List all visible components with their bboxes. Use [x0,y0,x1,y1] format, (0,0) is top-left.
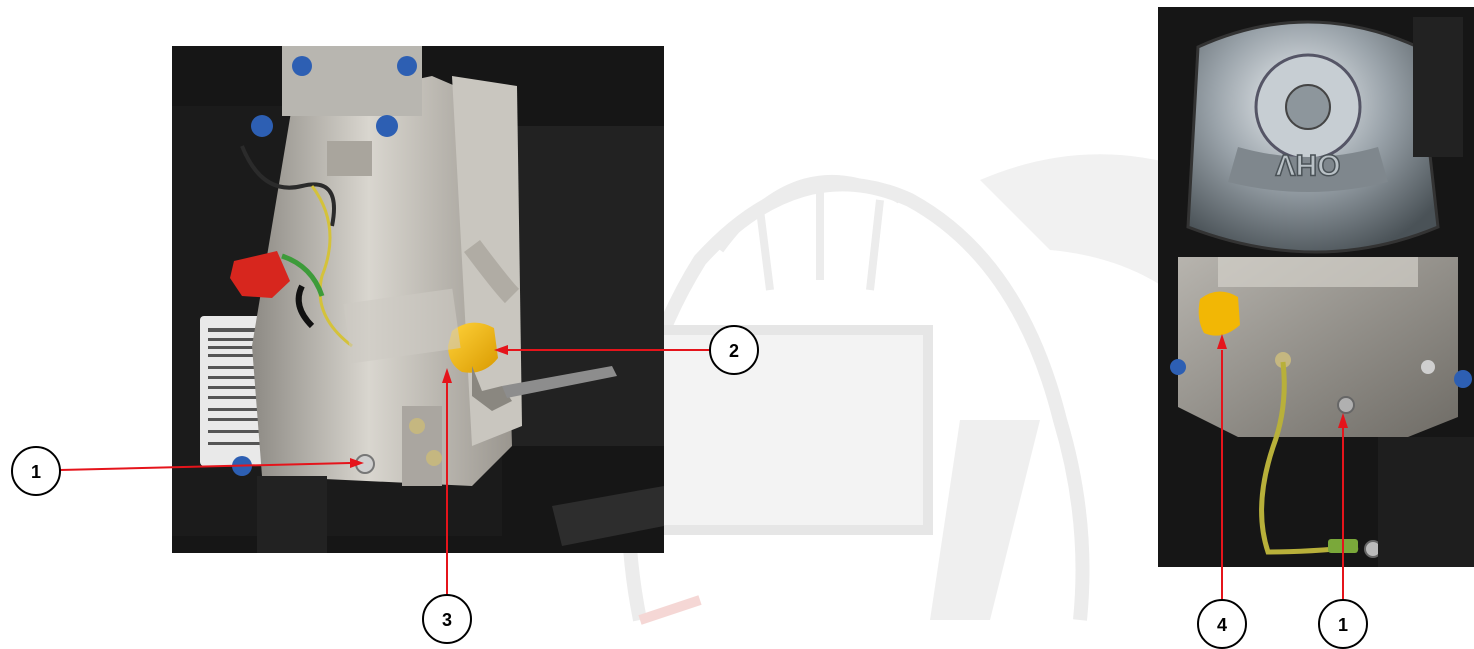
callout-1-left-label: 1 [31,462,41,482]
callout-2: 2 [709,325,759,375]
callout-4-label: 4 [1217,615,1227,635]
callout-4: 4 [1197,599,1247,649]
ohv-cover-text: OHV [1275,148,1340,181]
callout-3: 3 [422,594,472,644]
engine-right-photo: OHV [1158,7,1474,567]
leader-arrow-4 [1217,334,1227,349]
leader-arrow-3 [442,368,452,383]
callout-1-left: 1 [11,446,61,496]
callout-2-label: 2 [729,341,739,361]
leader-line-1-left [59,462,351,471]
callout-3-label: 3 [442,610,452,630]
leader-arrow-1-right [1338,413,1348,428]
leader-arrow-1-left [350,458,364,468]
leader-arrow-2 [494,345,508,355]
callout-1-right-label: 1 [1338,615,1348,635]
callout-1-right: 1 [1318,599,1368,649]
generator-left-photo [172,46,664,553]
